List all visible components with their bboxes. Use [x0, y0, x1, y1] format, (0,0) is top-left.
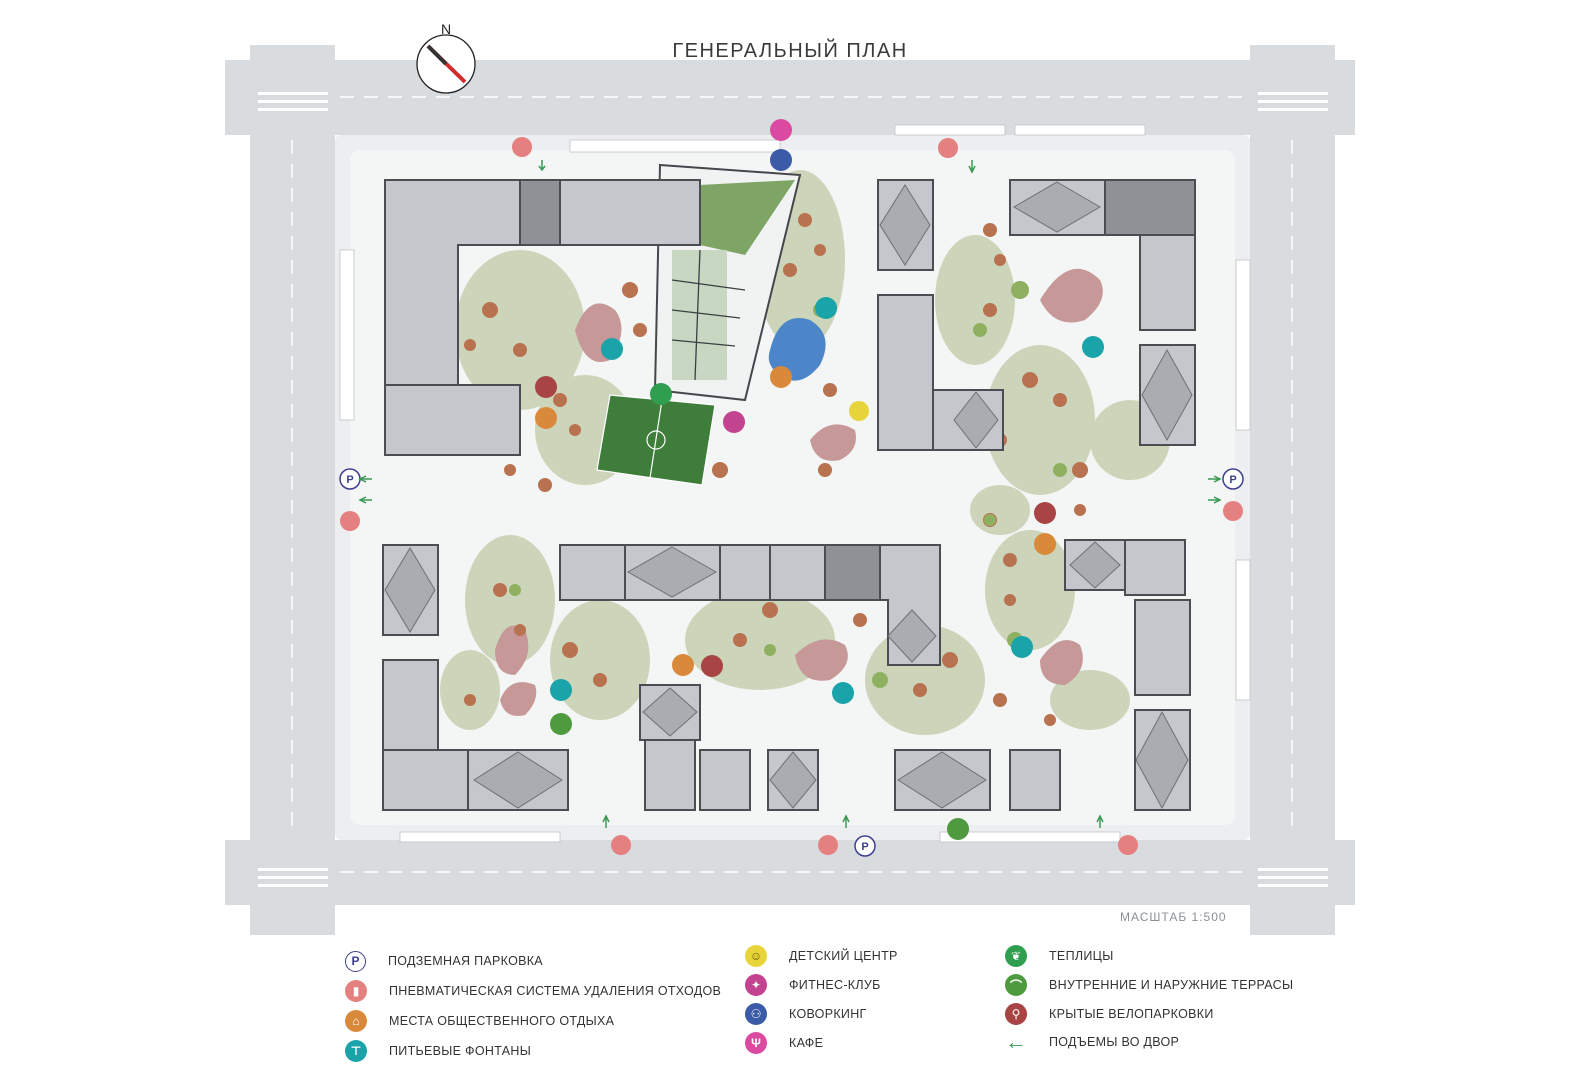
roof-pyramids — [384, 181, 1193, 810]
legend-item-terraces: ⌒ ВНУТРЕННИЕ И НАРУЖНИЕ ТЕРРАСЫ — [1005, 974, 1293, 996]
trees — [464, 213, 1088, 726]
parking-icon: P — [345, 950, 366, 972]
parking-marker: P — [1222, 468, 1244, 490]
bike-parking-marker — [1034, 502, 1056, 524]
plazas — [495, 268, 1103, 716]
legend-label: ПОДЗЕМНАЯ ПАРКОВКА — [388, 954, 543, 968]
football-field — [596, 394, 716, 486]
legend-item-coworking: ⚇ КОВОРКИНГ — [745, 1003, 867, 1025]
water-tap-icon: ⊤ — [345, 1040, 367, 1062]
legend: P ПОДЗЕМНАЯ ПАРКОВКА ▮ ПНЕВМАТИЧЕСКАЯ СИ… — [0, 945, 1580, 1075]
map-markers: P P P — [339, 119, 1244, 857]
leaf-icon: ❦ — [1005, 945, 1027, 967]
legend-label: ПИТЬЕВЫЕ ФОНТАНЫ — [389, 1044, 532, 1058]
arrow-left-icon: ← — [1005, 1029, 1027, 1054]
waste-bin-marker — [340, 511, 360, 531]
runner-icon: ✦ — [745, 974, 767, 996]
drinking-fountain-marker — [1011, 636, 1033, 658]
drinking-fountain-marker — [601, 338, 623, 360]
cafe-marker — [770, 119, 792, 141]
recreation-marker — [1034, 533, 1056, 555]
pond — [768, 318, 826, 381]
legend-item-kids: ☺ ДЕТСКИЙ ЦЕНТР — [745, 945, 898, 967]
coworking-marker — [770, 149, 792, 171]
parking-marker: P — [339, 468, 361, 490]
scale-label: МАСШТАБ 1:500 — [1120, 910, 1227, 924]
legend-item-entrances: ← ПОДЪЕМЫ ВО ДВОР — [1005, 1029, 1180, 1054]
svg-text:P: P — [861, 841, 868, 853]
legend-item-parking: P ПОДЗЕМНАЯ ПАРКОВКА — [345, 950, 543, 972]
legend-item-fountains: ⊤ ПИТЬЕВЫЕ ФОНТАНЫ — [345, 1040, 531, 1062]
waste-bin-marker — [512, 137, 532, 157]
greenhouse-marker — [650, 383, 672, 405]
recreation-marker — [672, 654, 694, 676]
waste-bin-marker — [938, 138, 958, 158]
people-icon: ⚇ — [745, 1003, 767, 1025]
bicycle-icon: ⚲ — [1005, 1003, 1027, 1025]
legend-label: ВНУТРЕННИЕ И НАРУЖНИЕ ТЕРРАСЫ — [1049, 978, 1294, 992]
north-arrow-compass: N — [416, 21, 476, 94]
legend-label: КАФЕ — [789, 1036, 824, 1050]
entry-arrows — [358, 160, 1222, 828]
bike-parking-marker — [535, 376, 557, 398]
legend-item-recreation: ⌂ МЕСТА ОБЩЕСТВЕННОГО ОТДЫХА — [345, 1010, 614, 1032]
legend-label: ТЕПЛИЦЫ — [1049, 949, 1114, 963]
legend-item-greenhouses: ❦ ТЕПЛИЦЫ — [1005, 945, 1114, 967]
waste-bin-icon: ▮ — [345, 980, 367, 1002]
legend-label: ПНЕВМАТИЧЕСКАЯ СИСТЕМА УДАЛЕНИЯ ОТХОДОВ — [389, 984, 722, 998]
drinking-fountain-marker — [815, 297, 837, 319]
waste-bin-marker — [1118, 835, 1138, 855]
legend-item-fitness: ✦ ФИТНЕС-КЛУБ — [745, 974, 881, 996]
kids-center-marker — [849, 401, 869, 421]
fitness-marker — [723, 411, 745, 433]
parking-marker: P — [854, 835, 876, 857]
waste-bin-marker — [611, 835, 631, 855]
picnic-table-icon: ⌂ — [345, 1010, 367, 1032]
child-icon: ☺ — [745, 945, 767, 967]
terrace-marker — [947, 818, 969, 840]
terrace-marker — [550, 713, 572, 735]
drinking-fountain-marker — [1082, 336, 1104, 358]
svg-text:P: P — [1229, 474, 1236, 486]
legend-item-bikes: ⚲ КРЫТЫЕ ВЕЛОПАРКОВКИ — [1005, 1003, 1214, 1025]
legend-label: ФИТНЕС-КЛУБ — [789, 978, 881, 992]
recreation-marker — [535, 407, 557, 429]
legend-label: ДЕТСКИЙ ЦЕНТР — [789, 949, 898, 963]
legend-label: МЕСТА ОБЩЕСТВЕННОГО ОТДЫХА — [389, 1014, 615, 1028]
legend-label: ПОДЪЕМЫ ВО ДВОР — [1049, 1035, 1180, 1049]
compass-north-label: N — [441, 21, 451, 37]
page-title: ГЕНЕРАЛЬНЫЙ ПЛАН — [672, 40, 908, 62]
legend-label: КОВОРКИНГ — [789, 1007, 867, 1021]
waste-bin-marker — [818, 835, 838, 855]
bike-parking-marker — [701, 655, 723, 677]
parking-spaces — [339, 124, 1251, 843]
fork-knife-icon: Ψ — [745, 1032, 767, 1054]
legend-label: КРЫТЫЕ ВЕЛОПАРКОВКИ — [1049, 1007, 1214, 1021]
terrace-icon: ⌒ — [1005, 974, 1027, 996]
svg-text:P: P — [346, 474, 353, 486]
waste-bin-marker — [1223, 501, 1243, 521]
legend-item-cafe: Ψ КАФЕ — [745, 1032, 823, 1054]
recreation-marker — [770, 366, 792, 388]
legend-item-waste: ▮ ПНЕВМАТИЧЕСКАЯ СИСТЕМА УДАЛЕНИЯ ОТХОДО… — [345, 980, 721, 1002]
drinking-fountain-marker — [550, 679, 572, 701]
drinking-fountain-marker — [832, 682, 854, 704]
